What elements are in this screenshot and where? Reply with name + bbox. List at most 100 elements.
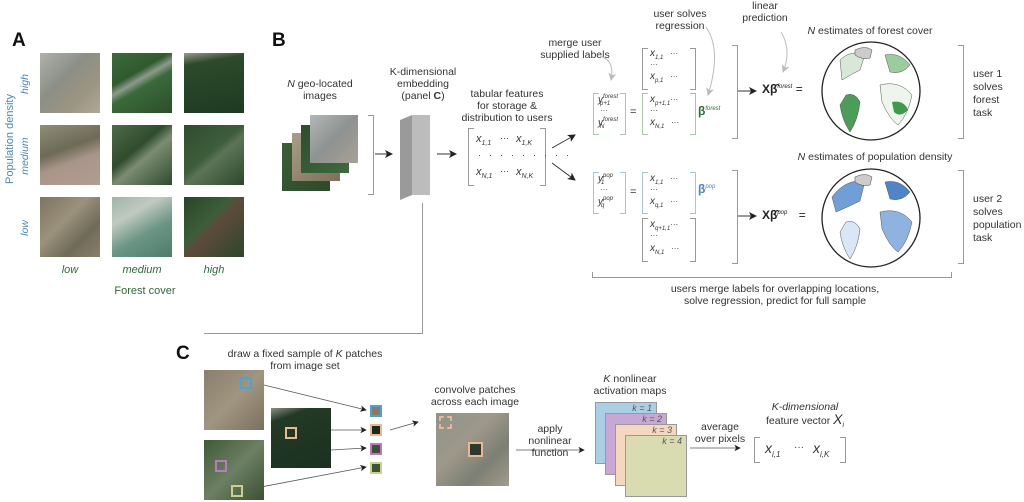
fxd-symbol: x bbox=[650, 117, 655, 128]
fxa-dots: ··· bbox=[670, 49, 679, 58]
average-pixels-label: average over pixels bbox=[690, 421, 750, 445]
pop-xtop-right-bracket bbox=[690, 172, 696, 214]
regression-line2: regression bbox=[655, 20, 705, 32]
pop-pred-symbol: Xβ̂ bbox=[762, 208, 778, 222]
pop-x-top-a: x1,1 ··· bbox=[650, 173, 678, 186]
pop-estimates-text: estimates of population density bbox=[805, 151, 953, 163]
fxd-dots: ··· bbox=[671, 118, 680, 127]
feature-matrix-xnk: xN,K bbox=[516, 166, 533, 180]
fxb-symbol: x bbox=[650, 71, 655, 82]
forest-xtop-left-bracket bbox=[642, 48, 648, 90]
forest-estimates-title: N estimates of forest cover bbox=[800, 25, 940, 37]
pop-estimates-title: N estimates of population density bbox=[795, 151, 955, 163]
pop-beta: βpop bbox=[698, 182, 715, 196]
images-bracket bbox=[368, 115, 374, 195]
user2-label: user 2 solves population task bbox=[973, 193, 1021, 245]
fxb-sub: p,1 bbox=[655, 78, 664, 84]
patch-marker-olive bbox=[231, 485, 243, 497]
feature-matrix-dots-r1: ··· bbox=[500, 133, 509, 143]
vector-line1: K-dimensional bbox=[771, 401, 839, 413]
source-image-1 bbox=[204, 370, 264, 430]
satellite-image-low-pop-medium-forest bbox=[112, 197, 172, 257]
fxd-sub: N,1 bbox=[655, 124, 665, 130]
forest-pred-sup: forest bbox=[777, 84, 793, 90]
embedding-line3-post: ) bbox=[441, 90, 445, 102]
images-label-text: geo-located bbox=[294, 78, 353, 90]
embedding-line3-pre: (panel bbox=[401, 90, 434, 102]
fxc-dots: ··· bbox=[670, 95, 679, 104]
pop-pred-equals: = bbox=[798, 208, 806, 222]
dots-a: ··· bbox=[478, 150, 511, 160]
xn1-symbol: x bbox=[476, 166, 482, 178]
summary-bracket-left-tick bbox=[592, 272, 593, 277]
pxa-dots: ··· bbox=[670, 174, 679, 183]
forest-beta-symbol: β bbox=[698, 104, 706, 118]
pop-globe-north-america bbox=[831, 180, 866, 213]
forest-y-right-bracket bbox=[620, 93, 626, 135]
satellite-image-high-pop-low-forest bbox=[40, 53, 100, 113]
forest-y-bot-sub: N bbox=[600, 124, 605, 131]
satellite-image-low-pop-low-forest bbox=[40, 197, 100, 257]
satellite-image-high-pop-high-forest bbox=[184, 53, 244, 113]
pop-x-bot-b: xN,1 ··· bbox=[650, 243, 679, 256]
x1k-sub: 1,K bbox=[521, 140, 533, 148]
pxd-symbol: x bbox=[650, 243, 655, 254]
activation-map-4: k = 4 bbox=[625, 435, 687, 497]
pop-globe-africa bbox=[879, 210, 913, 253]
merge-line2: supplied labels bbox=[540, 49, 610, 61]
draw-k-symbol: K bbox=[335, 348, 343, 360]
draw-line1-pre: draw a fixed sample of bbox=[227, 348, 336, 360]
forest-cover-axis-label: Forest cover bbox=[114, 285, 176, 297]
forest-globe-south-america bbox=[839, 94, 861, 133]
satellite-image-medium-pop-medium-forest bbox=[112, 125, 172, 185]
col-label-medium: medium bbox=[122, 264, 162, 276]
pop-prediction: Xβ̂pop = bbox=[762, 208, 806, 222]
col-label-high: high bbox=[203, 264, 225, 276]
forest-globe-europe bbox=[884, 54, 911, 73]
feature-matrix-right-bracket bbox=[540, 128, 546, 186]
feature-matrix-xn1: xN,1 bbox=[476, 166, 492, 180]
maps-line2: activation maps bbox=[593, 385, 667, 397]
forest-x-bot-vdots: ··· bbox=[650, 106, 658, 115]
pop-y-right-bracket bbox=[620, 172, 626, 214]
user2-line1: user 2 bbox=[973, 193, 1003, 205]
forest-pred-equals: = bbox=[795, 82, 803, 96]
pop-x-bot-vdots: ··· bbox=[650, 231, 658, 240]
stacked-image-front bbox=[310, 115, 358, 163]
linear-prediction-annotation: linear prediction bbox=[735, 0, 795, 24]
merge-line1: merge user bbox=[548, 37, 602, 49]
vector-a-sub: i,1 bbox=[772, 449, 781, 459]
tabular-line2: for storage & bbox=[476, 100, 538, 112]
prediction-line1: linear bbox=[752, 0, 778, 12]
maps-k-symbol: K bbox=[603, 373, 611, 385]
user2-bracket bbox=[958, 170, 964, 264]
patch-marker-purple bbox=[215, 460, 227, 472]
pop-y-top-sup: pop bbox=[603, 173, 614, 179]
feature-matrix-dots-r3: ··· bbox=[500, 166, 509, 176]
summary-line2: solve regression, predict for full sampl… bbox=[683, 295, 867, 307]
pxc-symbol: x bbox=[650, 219, 655, 230]
pop-xbot-left-bracket bbox=[642, 218, 648, 262]
user2-line3: population bbox=[973, 219, 1022, 231]
curve-arrow-prediction bbox=[780, 31, 790, 73]
forest-globe-greenland bbox=[854, 47, 873, 59]
n-symbol: N bbox=[287, 78, 295, 90]
curve-arrow-regression bbox=[705, 26, 716, 96]
arrow-patches-to-convolve bbox=[389, 420, 419, 431]
dots-b: ··· bbox=[511, 150, 544, 160]
satellite-image-low-pop-high-forest bbox=[184, 197, 244, 257]
vector-dots: ··· bbox=[794, 442, 804, 453]
average-line2: over pixels bbox=[694, 433, 746, 445]
pxc-sub: q+1,1 bbox=[655, 226, 671, 232]
forest-x-top-b: xp,1 ··· bbox=[650, 71, 678, 84]
embedding-line2: embedding bbox=[397, 78, 449, 90]
embedding-block-side bbox=[400, 115, 412, 200]
user1-line3: forest bbox=[973, 94, 1000, 106]
convolution-start-patch bbox=[439, 416, 452, 429]
satellite-image-high-pop-medium-forest bbox=[112, 53, 172, 113]
forest-beta-sup: forest bbox=[705, 106, 721, 112]
fxc-symbol: x bbox=[650, 94, 655, 105]
forest-y-bot: yforestN bbox=[598, 117, 618, 131]
forest-x-top-a: x1,1 ··· bbox=[650, 48, 678, 61]
